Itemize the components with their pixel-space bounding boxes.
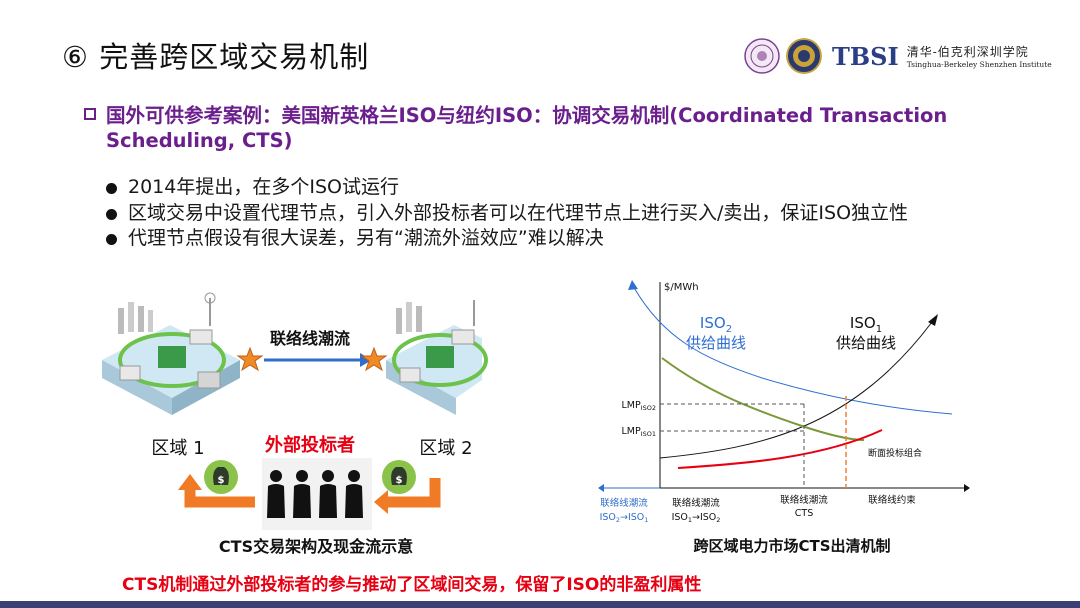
mid-flow-direction: ISO1→ISO2 xyxy=(672,512,721,524)
left-flow-direction: ISO2→ISO1 xyxy=(600,512,649,524)
cts-flow-label: 联络线潮流 xyxy=(780,494,828,506)
money-bag-icon: $ xyxy=(382,460,416,494)
region2-label: 区域 2 xyxy=(419,438,472,459)
right-figure-caption: 跨区域电力市场CTS出清机制 xyxy=(693,537,890,555)
org-name-en: Tsinghua-Berkeley Shenzhen Institute xyxy=(906,60,1052,69)
page-title: ⑥ 完善跨区域交易机制 xyxy=(62,40,370,74)
section-heading: 国外可供参考案例：美国新英格兰ISO与纽约ISO：协调交易机制(Coordina… xyxy=(84,103,1044,153)
iso1-label: ISO1 xyxy=(850,314,882,335)
tie-line-flow-label: 联络线潮流 xyxy=(270,329,350,348)
cashflow-left-arrowhead xyxy=(178,474,202,490)
svg-text:$: $ xyxy=(218,475,225,486)
svg-text:$: $ xyxy=(396,475,403,486)
region1-proxy-node-star-icon xyxy=(236,346,264,372)
lmp-iso1-label: LMPISO1 xyxy=(621,426,656,438)
bottom-divider xyxy=(0,601,1080,608)
tbsi-logo-text: TBSI xyxy=(832,41,899,71)
section-bid-red-curve xyxy=(677,429,883,469)
iso1-curve-label: 供给曲线 xyxy=(836,334,896,352)
tsinghua-seal-icon xyxy=(744,38,780,74)
cashflow-right-arrowhead xyxy=(374,490,388,514)
cashflow-left-arrow xyxy=(184,488,255,508)
iso2-supply-curve xyxy=(631,283,953,415)
org-name-cn: 清华-伯克利深圳学院 xyxy=(906,45,1029,59)
iso2-label: ISO2 xyxy=(700,314,732,335)
cts-flow-tag: CTS xyxy=(795,508,813,519)
region2-grid-illustration xyxy=(386,300,488,415)
cashflow-right-arrow xyxy=(386,478,441,508)
bidder-person-icons xyxy=(267,470,363,518)
cts-architecture-figure: 联络线潮流 区域 1 外部投标者 区域 2 $ $ CTS交易架构及现 xyxy=(102,292,488,556)
iso2-green-curve xyxy=(661,357,865,441)
bullet-item: 区域交易中设置代理节点，引入外部投标者可以在代理节点上进行买入/卖出，保证ISO… xyxy=(104,201,908,227)
y-axis-label: $/MWh xyxy=(664,282,699,293)
bullet-item: 代理节点假设有很大误差，另有“潮流外溢效应”难以解决 xyxy=(104,226,908,252)
heading-text: 国外可供参考案例：美国新英格兰ISO与纽约ISO：协调交易机制(Coordina… xyxy=(106,104,948,152)
region1-label: 区域 1 xyxy=(151,438,204,459)
cts-clearing-figure: $/MWh ISO2 供给曲线 ISO1 供给曲线 LMPISO2 LMPISO… xyxy=(598,280,970,555)
region2-proxy-node-star-icon xyxy=(360,346,388,372)
logo-group: TBSI 清华-伯克利深圳学院 Tsinghua-Berkeley Shenzh… xyxy=(744,36,1052,76)
constraint-label: 联络线约束 xyxy=(868,494,916,506)
mid-flow-label: 联络线潮流 xyxy=(672,497,720,509)
left-figure-caption: CTS交易架构及现金流示意 xyxy=(219,537,413,556)
lmp-iso2-label: LMPISO2 xyxy=(621,400,656,412)
section-bid-label: 断面投标组合 xyxy=(868,447,922,459)
region1-grid-illustration xyxy=(102,292,240,415)
conclusion-text: CTS机制通过外部投标者的参与推动了区域间交易，保留了ISO的非盈利属性 xyxy=(122,575,702,595)
money-bag-icon: $ xyxy=(204,460,238,494)
left-flow-label: 联络线潮流 xyxy=(600,497,648,509)
berkeley-seal-icon xyxy=(786,38,822,74)
bullet-list: 2014年提出，在多个ISO试运行 区域交易中设置代理节点，引入外部投标者可以在… xyxy=(104,175,908,252)
external-bidders-label: 外部投标者 xyxy=(265,434,355,456)
iso2-curve-label: 供给曲线 xyxy=(686,334,746,352)
square-bullet-icon xyxy=(84,108,96,120)
bullet-item: 2014年提出，在多个ISO试运行 xyxy=(104,175,908,201)
